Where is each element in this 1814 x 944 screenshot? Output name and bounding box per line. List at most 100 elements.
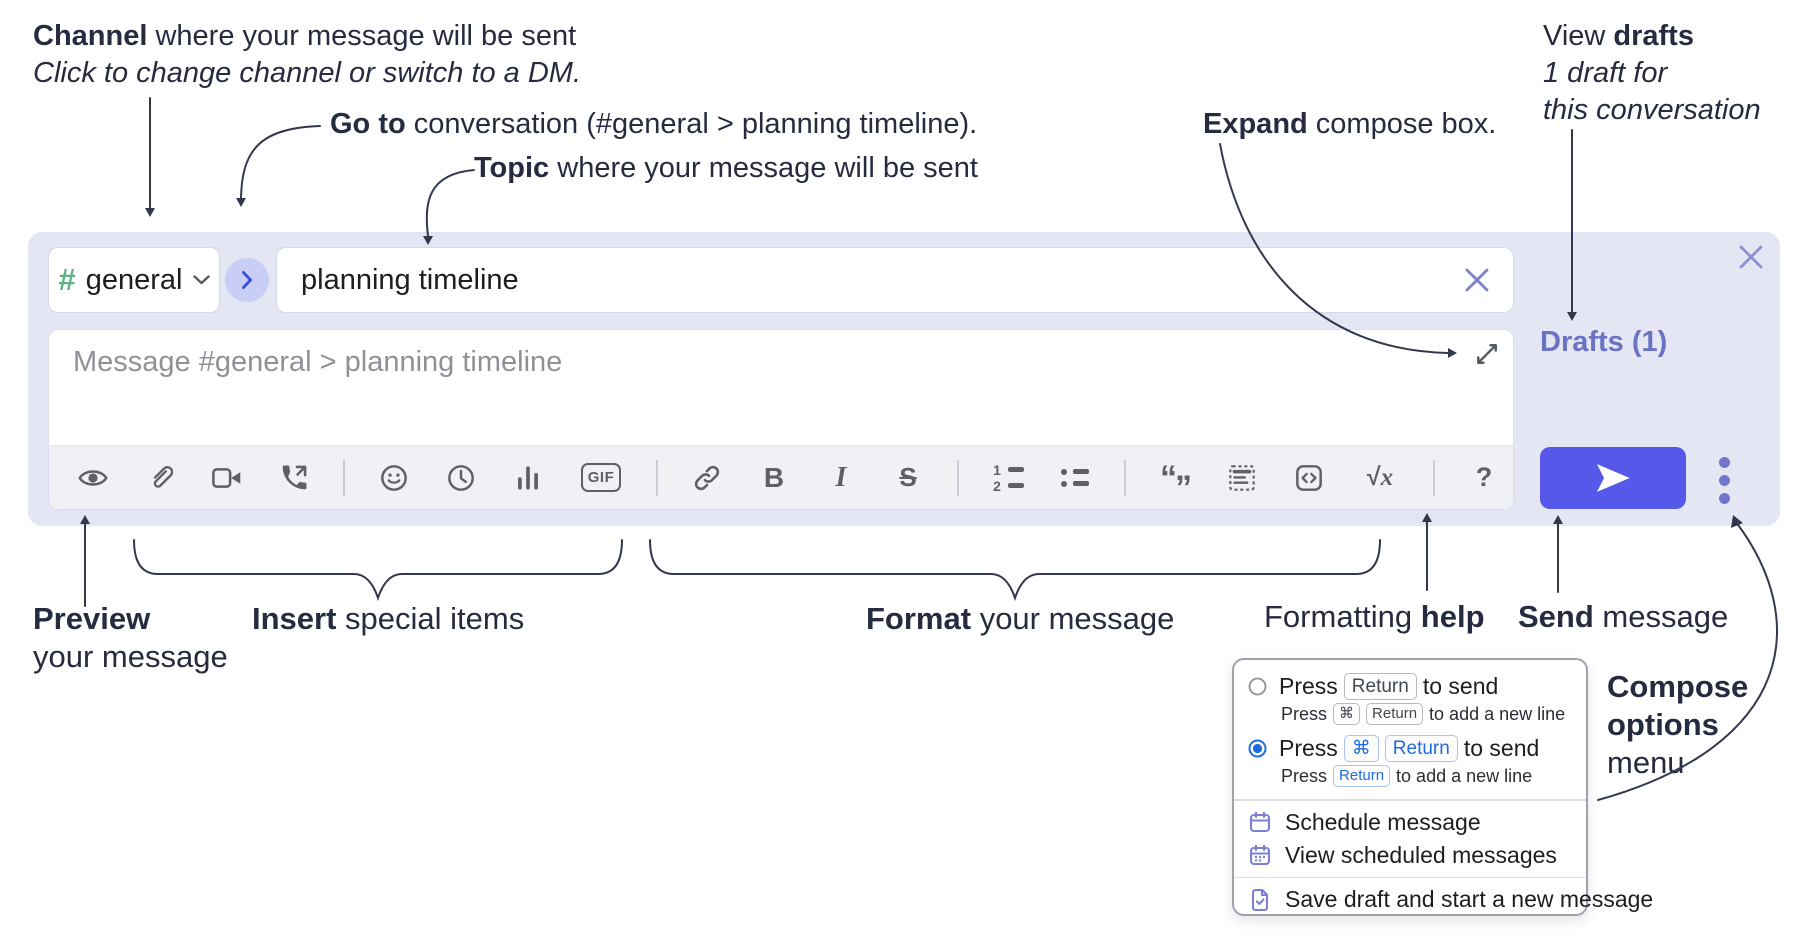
message-input[interactable] — [49, 330, 1513, 445]
menu-option-cmd-subtext: Press Return to add a new line — [1234, 765, 1586, 794]
annotation-expand: Expand compose box. — [1203, 106, 1496, 143]
menu-option-cmd-return-to-send[interactable]: Press ⌘ Return to send — [1234, 732, 1586, 765]
chevron-down-icon — [192, 275, 210, 285]
annotation-drafts-line2: 1 draft for — [1543, 57, 1668, 89]
compose-options-menu: Press Return to send Press ⌘ Return to a… — [1232, 658, 1653, 916]
menu-save-draft-label: Save draft and start a new message — [1285, 886, 1654, 912]
quote-open-glyph: “ — [1160, 458, 1177, 497]
blockquote-dotted-icon[interactable] — [1224, 460, 1260, 496]
send-paper-plane-icon — [1597, 464, 1630, 492]
menu-item-view-scheduled[interactable]: View scheduled messages — [1234, 839, 1586, 872]
menu-cmd-post: to send — [1463, 735, 1540, 761]
kebab-dot — [1718, 456, 1730, 468]
link-icon[interactable] — [689, 460, 725, 496]
channel-selector[interactable]: # general — [48, 247, 220, 313]
annotation-formatting-help: Formatting help — [1264, 598, 1485, 636]
gif-icon[interactable]: GIF — [577, 460, 625, 496]
menu-view-scheduled-label: View scheduled messages — [1285, 841, 1557, 868]
attach-paperclip-icon[interactable] — [142, 460, 178, 496]
menu-schedule-label: Schedule message — [1285, 808, 1481, 835]
return-keycap: Return — [1366, 703, 1424, 725]
annotation-view-drafts: View drafts 1 draft for this conversatio… — [1543, 18, 1761, 129]
formula-icon[interactable]: √x — [1358, 460, 1402, 496]
quote-close-glyph: ” — [1175, 468, 1192, 507]
annotation-expand-rest: compose box. — [1307, 108, 1497, 140]
channel-name: general — [85, 263, 183, 296]
annotation-send-bold: Send — [1518, 599, 1594, 634]
topic-input[interactable] — [276, 247, 1514, 313]
annotation-goto: Go to conversation (#general > planning … — [330, 106, 977, 143]
message-area: GIF B I S 1 2 — [48, 329, 1514, 510]
annotation-fmthelp-pre: Formatting — [1264, 599, 1421, 634]
menu-item-schedule-message[interactable]: Schedule message — [1234, 806, 1586, 839]
go-to-conversation-button[interactable] — [225, 258, 269, 302]
compose-options-button[interactable] — [1708, 452, 1740, 508]
compose-box: # general GIF — [28, 232, 1780, 526]
menu-return-sub-post: to add a new line — [1429, 703, 1566, 724]
bulleted-list-icon[interactable] — [1057, 460, 1093, 496]
annotation-topic: Topic where your message will be sent — [474, 150, 978, 187]
toolbar-divider — [1433, 459, 1435, 496]
annotation-compose-line3: menu — [1607, 745, 1685, 780]
return-keycap-blue-small: Return — [1333, 765, 1391, 787]
toolbar-divider — [343, 459, 345, 496]
bold-icon[interactable]: B — [756, 460, 792, 496]
topic-input-wrap — [276, 247, 1514, 313]
emoji-smiley-icon[interactable] — [376, 460, 412, 496]
radio-unselected-icon[interactable] — [1248, 677, 1267, 696]
return-keycap: Return — [1343, 673, 1417, 700]
formatting-help-icon[interactable]: ? — [1466, 460, 1502, 496]
annotation-compose-line1: Compose — [1607, 669, 1749, 704]
toolbar-divider — [957, 459, 959, 496]
annotation-format-rest: your message — [971, 601, 1175, 636]
annotation-channel-sub: Click to change channel or switch to a D… — [33, 57, 582, 89]
menu-cmd-pre: Press — [1279, 735, 1338, 761]
menu-return-pre: Press — [1279, 673, 1338, 699]
poll-bar-chart-icon[interactable] — [510, 460, 546, 496]
calendar-dots-icon — [1248, 843, 1272, 867]
menu-option-return-to-send[interactable]: Press Return to send — [1234, 670, 1586, 703]
send-button[interactable] — [1540, 447, 1686, 509]
menu-cmd-sub-pre: Press — [1281, 765, 1328, 786]
annotation-expand-bold: Expand — [1203, 108, 1308, 140]
annotation-fmthelp-bold: help — [1420, 599, 1485, 634]
clear-topic-icon[interactable] — [1464, 267, 1490, 293]
help-label: ? — [1475, 462, 1493, 492]
annotation-channel-bold: Channel — [33, 20, 148, 52]
annotation-insert-bold: Insert — [252, 601, 337, 636]
ordered-list-icon[interactable]: 1 2 — [990, 460, 1026, 496]
quote-icon[interactable]: “” — [1157, 458, 1193, 507]
annotation-preview-bold: Preview — [33, 601, 151, 636]
preview-eye-icon[interactable] — [75, 460, 111, 496]
menu-divider — [1234, 799, 1586, 801]
menu-option-return-subtext: Press ⌘ Return to add a new line — [1234, 703, 1586, 732]
schedule-clock-icon[interactable] — [443, 460, 479, 496]
italic-label: I — [835, 461, 847, 493]
italic-icon[interactable]: I — [823, 460, 859, 496]
annotation-channel-rest: where your message will be sent — [147, 20, 577, 52]
radio-selected-icon[interactable] — [1248, 739, 1267, 758]
annotation-drafts-bold: drafts — [1613, 20, 1694, 52]
annotation-preview: Preview your message — [33, 600, 228, 676]
menu-return-post: to send — [1422, 673, 1499, 699]
video-camera-icon[interactable] — [209, 460, 245, 496]
expand-compose-icon[interactable] — [1473, 340, 1501, 368]
code-icon[interactable] — [1291, 460, 1327, 496]
annotation-channel: Channel where your message will be sent … — [33, 18, 581, 92]
huddle-phone-icon[interactable] — [276, 460, 312, 496]
formula-var-glyph: x — [1380, 464, 1394, 491]
formatting-toolbar: GIF B I S 1 2 — [49, 445, 1513, 509]
annotation-topic-bold: Topic — [474, 152, 550, 184]
annotation-insert-rest: special items — [336, 601, 525, 636]
annotation-compose-line2: options — [1607, 707, 1719, 742]
gif-label: GIF — [580, 463, 622, 492]
annotation-compose-options: Compose options menu — [1607, 668, 1748, 782]
close-compose-icon[interactable] — [1738, 244, 1764, 270]
return-keycap-blue: Return — [1384, 735, 1458, 762]
drafts-link[interactable]: Drafts (1) — [1540, 326, 1668, 358]
menu-cmd-sub-post: to add a new line — [1396, 765, 1533, 786]
strikethrough-icon[interactable]: S — [890, 460, 926, 496]
menu-item-save-draft[interactable]: Save draft and start a new message — [1234, 883, 1653, 916]
toolbar-divider — [1124, 459, 1126, 496]
